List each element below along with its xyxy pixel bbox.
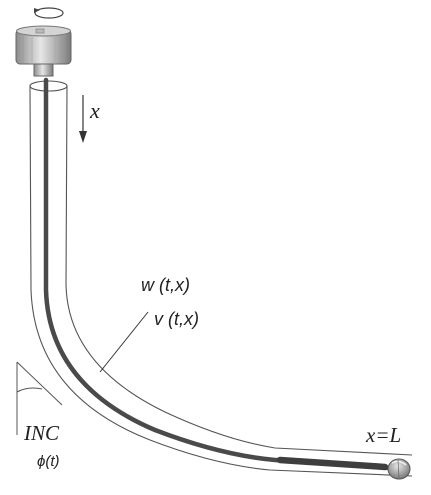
phi-label: ϕ(t) [37,453,60,470]
inclination-label: INC [24,421,60,445]
wellbore [29,80,413,477]
inclination-angle-marker [16,361,63,435]
drill-string [43,77,393,471]
v-function-label: v (t,x) [154,309,199,329]
drill-bit-icon [387,458,411,480]
x-direction-arrow [79,95,87,143]
top-drive-icon [15,25,72,77]
x-axis-label: x [90,98,100,123]
label-leader-line [99,311,149,373]
w-function-label: w (t,x) [141,275,190,295]
end-position-label: x=L [366,423,402,447]
rotation-arrow-icon [34,7,64,19]
